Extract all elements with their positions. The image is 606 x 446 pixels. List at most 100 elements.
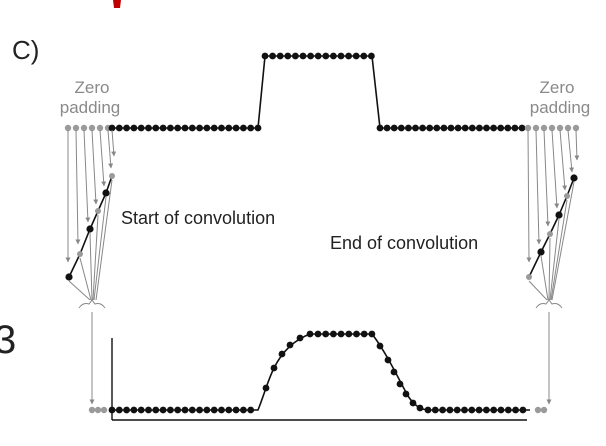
left-padding-label-line1: Zero [75, 78, 110, 97]
input-signal-dot [159, 124, 167, 132]
start-kernel-dot [109, 173, 115, 179]
right-padding-label-line1: Zero [540, 78, 575, 97]
input-signal-dot [167, 124, 174, 132]
right-padding-label-line2: padding [530, 98, 591, 117]
input-left-padding-dots [64, 124, 112, 132]
input-signal-dot [218, 124, 225, 132]
output-signal [88, 330, 548, 421]
start-kernel-dot [102, 189, 110, 197]
end-kernel-group [526, 129, 580, 405]
end-kernel-arrow [526, 129, 532, 263]
output-padding-dot [534, 406, 542, 414]
input-signal-dot [254, 124, 262, 132]
end-kernel-dot [564, 193, 570, 199]
end-kernel-funnel-line [551, 181, 575, 301]
start-kernel-dot [65, 273, 73, 281]
start-kernel-group [65, 129, 117, 405]
output-signal-dot [167, 406, 174, 414]
end-kernel-arrow [535, 129, 542, 245]
output-signal-dot [174, 406, 182, 414]
input-signal-dot [284, 52, 292, 60]
output-signal-dot [424, 406, 432, 414]
output-signal-dot [468, 406, 476, 414]
input-signal-dot [447, 124, 455, 132]
output-padding-dot [94, 406, 102, 414]
start-kernel-dot [86, 225, 94, 233]
output-signal-dot [108, 406, 116, 414]
start-kernel-funnel-line [68, 280, 91, 301]
input-high-dots [261, 52, 375, 60]
output-signal-dot [461, 406, 468, 414]
input-signal-dot [440, 124, 448, 132]
left-padding-label-line2: padding [60, 98, 121, 117]
output-signal-dot [384, 356, 392, 364]
output-signal-dot [270, 364, 278, 372]
start-kernel-dot [95, 208, 101, 214]
output-signal-dot [181, 406, 189, 414]
input-padding-dot [548, 124, 556, 132]
input-signal-dot [511, 124, 519, 132]
start-kernel-dot [77, 251, 83, 257]
output-signal-dot [390, 368, 398, 376]
output-left-padding-dots [88, 406, 108, 414]
output-signal-dot [360, 330, 368, 338]
input-signal-dot [390, 124, 398, 132]
input-signal-dot [307, 52, 314, 60]
output-signal-dot [353, 330, 360, 338]
input-signal-dot [419, 124, 426, 132]
input-padding-dot [64, 124, 72, 132]
output-signal-dot [519, 406, 527, 414]
input-padding-dot [564, 124, 572, 132]
input-signal-dot [210, 124, 218, 132]
output-signal-dot [416, 404, 424, 412]
input-signal-dot [360, 52, 368, 60]
output-signal-dot [368, 330, 376, 338]
input-signal-dot [196, 124, 204, 132]
input-padding-dot [88, 124, 96, 132]
input-signal-dot [504, 124, 512, 132]
input-padding-dot [72, 124, 80, 132]
input-signal-dot [476, 124, 483, 132]
start-kernel-arrow [99, 129, 107, 187]
start-kernel-funnel [68, 179, 113, 405]
start-kernel-funnel-line [89, 232, 93, 301]
stray-glyph: 3 [0, 318, 16, 362]
start-kernel-arrow [75, 129, 81, 245]
end-kernel-funnel-line [548, 237, 551, 301]
end-kernel-dot [526, 274, 532, 280]
start-kernel-funnel-line [92, 214, 99, 301]
input-signal-dot [181, 124, 189, 132]
input-signal-dot [269, 52, 276, 60]
output-signal-dot [225, 406, 233, 414]
start-kernel-arrows [65, 129, 117, 263]
output-signal-dot [115, 406, 123, 414]
input-right-padding-dots [524, 124, 580, 132]
output-padding-dot [540, 406, 548, 414]
output-signal-dot [240, 406, 247, 414]
input-signal-dot [145, 124, 152, 132]
end-kernel-funnel-line [549, 218, 560, 301]
start-kernel-arrow [83, 129, 91, 223]
end-kernel-arrow [559, 129, 568, 191]
input-signal-dot [518, 124, 526, 132]
end-kernel-funnel [528, 181, 575, 405]
output-signal-dot [439, 406, 446, 414]
end-kernel-line [528, 177, 575, 278]
output-signal-dot [376, 342, 384, 350]
input-signal-line [112, 55, 522, 129]
output-signal-dot [497, 406, 505, 414]
input-signal-dot [314, 52, 322, 60]
input-padding-dot [540, 124, 548, 132]
input-signal-dot [299, 52, 307, 60]
input-signal-dot [292, 52, 299, 60]
input-signal-dot [240, 124, 247, 132]
input-signal-dot [368, 52, 375, 60]
output-signal-dot [431, 406, 439, 414]
output-dots [108, 330, 527, 414]
end-kernel-arrow [551, 129, 560, 209]
end-kernel-brace [535, 299, 563, 309]
output-signal-dot [159, 406, 167, 414]
input-signal-dot [426, 124, 434, 132]
panel-label: C) [12, 35, 39, 65]
input-signal-dot [383, 124, 391, 132]
